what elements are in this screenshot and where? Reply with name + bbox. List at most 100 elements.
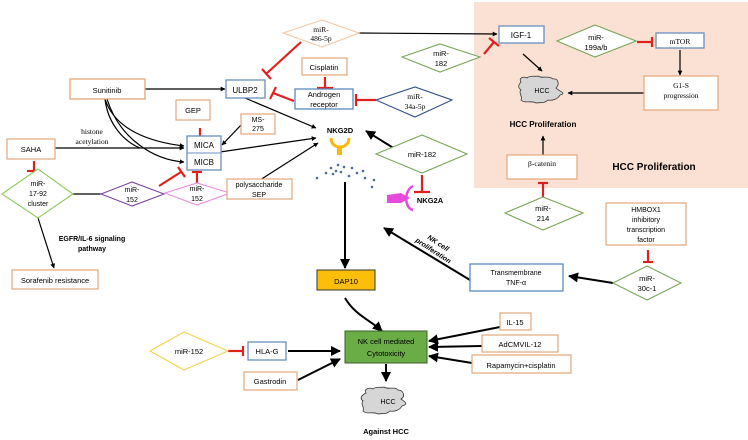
node-bcatenin: β-catenin: [506, 154, 578, 180]
node-ulbp2-label: ULBP2: [232, 86, 258, 95]
node-mir214-line1: miR-: [535, 204, 551, 213]
node-nkg2a: NKG2A: [387, 184, 444, 212]
node-mir486: miR- 486-5p: [281, 19, 361, 48]
node-il15-label: IL-15: [506, 318, 523, 327]
node-cisplatin-label: Cisplatin: [310, 63, 339, 72]
node-tnf-line2: TNF-α: [506, 280, 526, 287]
node-mir152-pink: miR- 152: [163, 182, 232, 206]
hcc-proliferation-label: HCC Proliferation: [510, 120, 577, 129]
node-sunitinib: Sunitinib: [69, 78, 146, 100]
node-androgen: Androgen receptor: [294, 88, 354, 110]
node-mir1792-line2: 17-92: [29, 191, 47, 198]
node-mir1792-line3: cluster: [28, 201, 49, 208]
node-nkg2a-label: NKG2A: [417, 196, 444, 205]
node-rapamycin: Rapamycin+cisplatin: [471, 354, 572, 374]
node-mica-micb: MICA MICB: [186, 135, 222, 171]
node-polysaccharide: polysaccharide SEP: [226, 178, 293, 200]
node-mir30c-line1: miR-: [639, 274, 655, 283]
node-mir152-yellow-label: miR-152: [175, 347, 203, 356]
node-hcc-bottom: HCC: [360, 386, 407, 415]
edge-gastrodin-cytotox: [297, 358, 341, 381]
edge-ms275-mica: [221, 123, 243, 146]
node-mtor-label: mTOR: [670, 37, 691, 46]
against-hcc-label: Against HCC: [363, 427, 409, 436]
node-mir214: miR- 214: [503, 196, 585, 231]
edge-dap10-cytotox: [344, 297, 383, 332]
node-gep: GEP: [175, 99, 211, 121]
node-mir34a-line1: miR-: [407, 92, 423, 101]
edge-sunitinib-micb-2: [104, 98, 141, 149]
node-hmbox1-line1: HMBOX1: [631, 207, 661, 214]
node-hcc-top: HCC: [518, 75, 564, 104]
node-mica-label: MICA: [194, 141, 215, 150]
node-mir34a: miR- 34a-5p: [374, 86, 454, 118]
node-mir1792-line1: miR-: [31, 181, 46, 188]
node-adcmvil12-label: AdCMVIL-12: [499, 340, 542, 349]
histone-acetylation-line2: acetylation: [76, 137, 109, 146]
node-g1s: G1-S progression: [643, 75, 719, 111]
edge-igf1-hcc: [522, 53, 543, 72]
edge-mica-nkg2d: [219, 136, 317, 153]
node-cisplatin: Cisplatin: [301, 57, 348, 76]
node-saha: SAHA: [6, 138, 56, 160]
edge-mir30c-tnf: [568, 272, 614, 284]
node-igf1-label: IGF-1: [511, 31, 532, 40]
node-hcc-bottom-label: HCC: [380, 399, 395, 406]
node-ulbp2: ULBP2: [225, 79, 266, 99]
edge-rapa-cytotox: [428, 352, 473, 364]
node-hcc-top-label: HCC: [534, 88, 549, 95]
node-cytotox-line2: Cytotoxicity: [367, 349, 406, 358]
edge-mir486-igf1: [357, 31, 498, 37]
node-nkg2d: NKG2D: [327, 126, 354, 155]
node-mir152-purple-line2: 152: [126, 197, 138, 204]
edges: [37, 31, 683, 269]
panel-label: HCC Proliferation: [612, 162, 695, 173]
node-mir214-line2: 214: [537, 214, 550, 223]
node-cytotoxicity: NK cell mediated Cytotoxicity: [344, 330, 428, 364]
node-mir199: miR- 199a/b: [555, 24, 638, 58]
histone-acetylation-line1: histone: [81, 127, 103, 136]
node-sorafenib-label: Sorafenib resistance: [21, 276, 89, 285]
node-adcmvil12: AdCMVIL-12: [481, 334, 559, 353]
node-hmbox1-line2: inhibitory: [632, 217, 661, 224]
node-il15: IL-15: [499, 312, 532, 331]
edge-tnf-nkprolif: [383, 227, 471, 281]
node-nkg2d-label: NKG2D: [327, 126, 354, 135]
edge-sunitinib-micb: [106, 98, 185, 165]
egfr-label-line2: pathway: [78, 246, 106, 253]
node-mir199-line2: 199a/b: [585, 43, 608, 52]
node-mir152-purple-line1: miR-: [125, 187, 140, 194]
node-androgen-line1: Androgen: [308, 90, 341, 99]
node-gastrodin-label: Gastrodin: [254, 377, 287, 386]
node-dap10-label: DAP10: [334, 277, 358, 286]
node-mir182-mid-label: miR-182: [408, 150, 436, 159]
node-g1s-line2: progression: [664, 91, 699, 100]
node-mir486-line2: 486-5p: [310, 34, 331, 43]
node-hmbox1-line4: factor: [637, 237, 655, 244]
node-ms275: MS- 275: [240, 113, 276, 135]
node-mir1792: miR- 17-92 cluster: [1, 168, 74, 219]
edge-il15-cytotox: [428, 326, 501, 345]
edge-mir1792-sorafenib: [37, 217, 55, 269]
node-mir182-mid: miR-182: [374, 134, 469, 174]
node-hlag: HLA-G: [247, 341, 287, 361]
edge-sep-nkg2d: [259, 142, 319, 181]
node-gep-label: GEP: [185, 106, 201, 115]
node-mir152-yellow: miR-152: [148, 331, 230, 371]
node-dap10: DAP10: [316, 269, 376, 291]
node-tnf-line1: Transmembrane: [490, 270, 541, 277]
node-ms275-line2: 275: [252, 126, 264, 133]
node-bcatenin-label: β-catenin: [528, 159, 556, 168]
edge-sunitinib-mica: [104, 98, 185, 148]
node-tnf: Transmembrane TNF-α: [469, 263, 564, 292]
node-mir182-top: miR- 182: [400, 43, 482, 73]
node-saha-label: SAHA: [21, 145, 41, 154]
node-igf1: IGF-1: [498, 25, 545, 44]
node-hmbox1: HMBOX1 inhibitory transcription factor: [605, 202, 687, 246]
node-g1s-line1: G1-S: [673, 81, 689, 90]
nkg2d-receptor-icon: [329, 137, 351, 149]
node-hlag-label: HLA-G: [256, 347, 279, 356]
node-ms275-line1: MS-: [252, 117, 266, 124]
node-mir152-pink-line2: 152: [191, 196, 203, 203]
